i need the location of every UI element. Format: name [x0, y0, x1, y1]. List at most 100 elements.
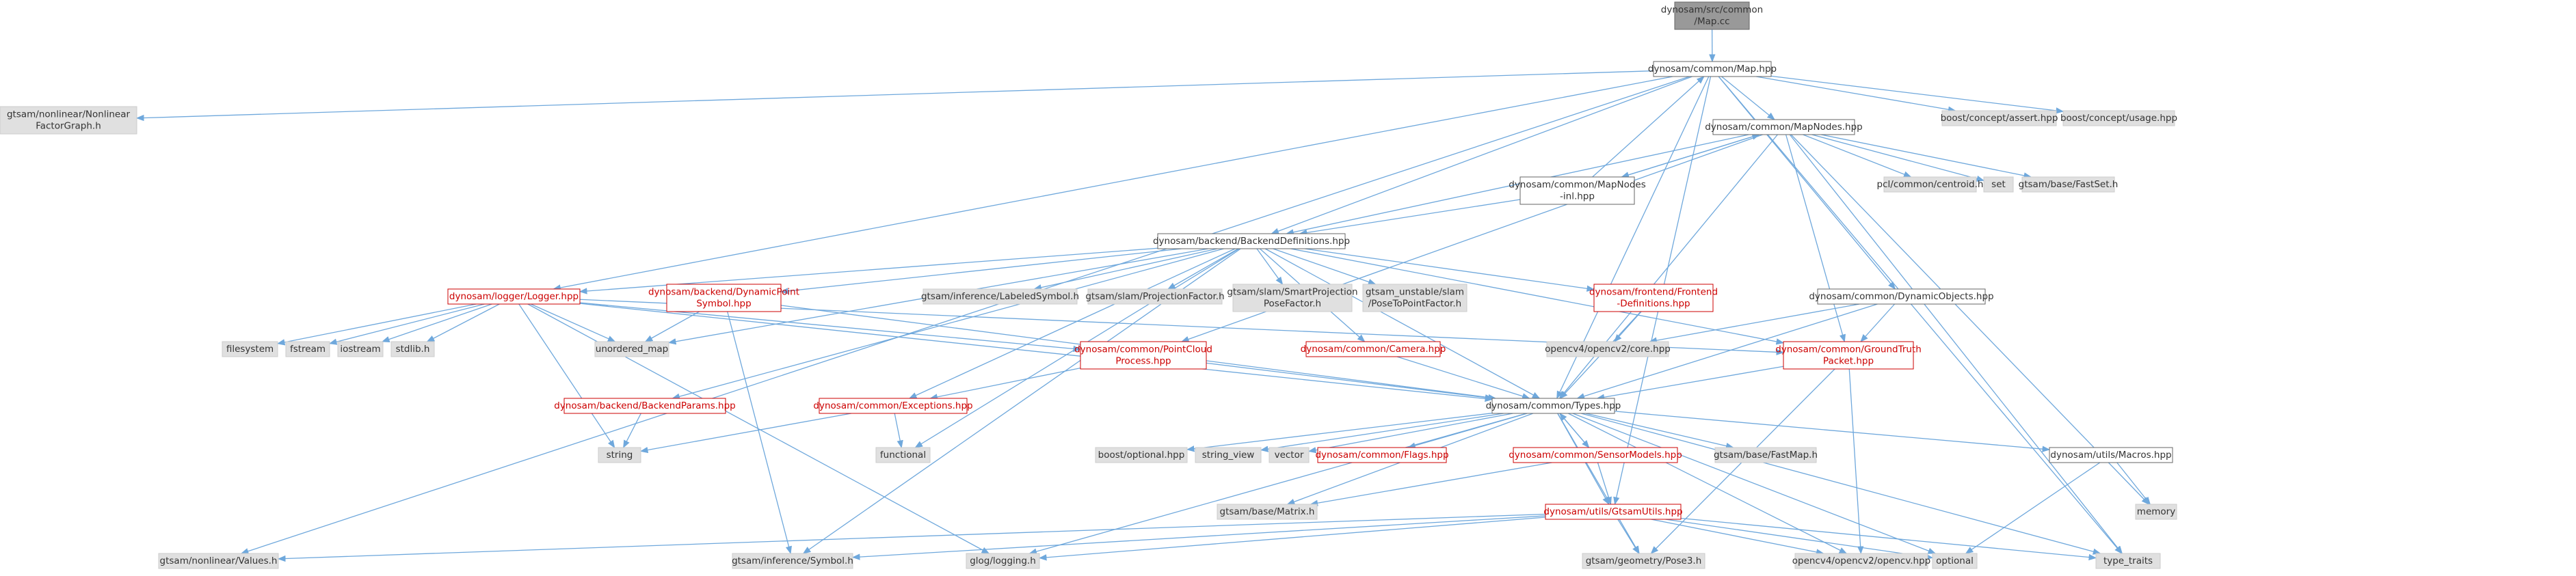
node-labeled: gtsam/inference/LabeledSymbol.h — [921, 288, 1079, 305]
node-label: boost/optional.hpp — [1098, 450, 1185, 461]
nodes-layer: dynosam/src/common/Map.cc dynosam/common/… — [0, 1, 2177, 569]
edge-mapnodesinl-to-maphpp — [1592, 76, 1705, 178]
node-label: dynosam/common/SensorModels.hpp — [1509, 450, 1682, 461]
node-mapnodesinl[interactable]: dynosam/common/MapNodes-inl.hpp — [1509, 176, 1646, 205]
node-label: -Definitions.hpp — [1617, 299, 1690, 310]
node-busage: boost/concept/usage.hpp — [2060, 110, 2177, 126]
node-label: gtsam/base/FastSet.h — [2019, 179, 2119, 190]
edge-gtsamutils-to-opencv — [1651, 519, 1824, 556]
node-frontenddefs[interactable]: dynosam/frontend/Frontend-Definitions.hp… — [1589, 284, 1718, 312]
node-label: dynosam/frontend/Frontend — [1589, 287, 1718, 298]
node-box — [1883, 176, 1977, 193]
node-filesystem: filesystem — [222, 341, 278, 357]
node-logger[interactable]: dynosam/logger/Logger.hpp — [447, 288, 581, 305]
edge-frontenddefs-to-cvcore — [1614, 311, 1642, 342]
node-bassert: boost/concept/assert.hpp — [1941, 110, 2058, 126]
node-box — [563, 398, 726, 414]
node-fstream: fstream — [285, 341, 330, 357]
edge-maphpp-to-typetraits — [1718, 76, 2123, 554]
edge-logger-to-string — [518, 303, 615, 448]
node-root[interactable]: dynosam/src/common/Map.cc — [1661, 1, 1763, 30]
edge-logger-to-types — [579, 303, 1493, 402]
node-label: gtsam/inference/LabeledSymbol.h — [921, 291, 1079, 302]
node-pclcentroid: pcl/common/centroid.h — [1877, 176, 1983, 193]
node-label: memory — [2137, 506, 2175, 517]
node-backendparams[interactable]: dynosam/backend/BackendParams.hpp — [554, 398, 736, 414]
node-label: dynosam/common/Types.hpp — [1486, 400, 1621, 411]
node-label: gtsam/base/Matrix.h — [1220, 506, 1315, 517]
edge-macros-to-optional — [1965, 462, 2101, 554]
edge-dynobjects-to-groundtruth — [1860, 303, 1896, 342]
edge-maphpp-to-values — [240, 76, 1690, 555]
node-box — [1217, 504, 1318, 520]
edge-maphpp-to-nlfg — [135, 70, 1654, 122]
node-sensormodels[interactable]: dynosam/common/SensorModels.hpp — [1509, 447, 1682, 463]
node-label: gtsam/base/FastMap.h — [1714, 450, 1818, 461]
node-box — [966, 553, 1040, 569]
edge-logger-to-pointcloud — [579, 302, 1082, 353]
node-mapnodes[interactable]: dynosam/common/MapNodes.hpp — [1705, 119, 1863, 135]
node-box — [222, 341, 278, 357]
node-exceptions[interactable]: dynosam/common/Exceptions.hpp — [813, 398, 973, 414]
node-cvcore: opencv4/opencv2/core.hpp — [1545, 341, 1671, 357]
edge-gtsamutils-to-typetraits — [1680, 517, 2097, 561]
node-gtsamutils[interactable]: dynosam/utils/GtsamUtils.hpp — [1543, 504, 1683, 520]
node-label: gtsam_unstable/slam — [1366, 287, 1464, 298]
edge-groundtruth-to-types — [1596, 366, 1784, 400]
node-label: boost/concept/assert.hpp — [1941, 113, 2058, 124]
node-label: boost/concept/usage.hpp — [2060, 113, 2177, 124]
node-box — [390, 341, 435, 357]
node-macros[interactable]: dynosam/utils/Macros.hpp — [2049, 447, 2173, 463]
node-box — [1519, 176, 1635, 205]
node-flags[interactable]: dynosam/common/Flags.hpp — [1315, 447, 1449, 463]
node-box — [285, 341, 330, 357]
node-label: vector — [1275, 450, 1304, 461]
edge-maphpp-to-bassert — [1755, 76, 1956, 113]
edge-backenddefs-to-types — [1264, 248, 1541, 399]
node-box — [922, 288, 1078, 305]
node-box — [1582, 553, 1705, 569]
node-box — [1714, 447, 1817, 463]
node-typetraits: type_traits — [2095, 553, 2161, 569]
edge-types-to-stringview — [1260, 413, 1504, 452]
edge-dynpoint-to-symbol — [727, 311, 792, 555]
edge-pointcloud-to-types — [1206, 362, 1493, 401]
edge-maphpp-to-logger — [553, 76, 1673, 291]
node-label: string_view — [1202, 450, 1255, 461]
node-box — [447, 288, 581, 305]
node-maphpp[interactable]: dynosam/common/Map.hpp — [1648, 61, 1777, 77]
edge-types-to-glog — [1028, 413, 1527, 555]
node-label: dynosam/common/DynamicObjects.hpp — [1809, 291, 1993, 302]
edge-maphpp-to-mapnodes — [1721, 76, 1775, 120]
edge-types-to-optional — [1572, 413, 1937, 554]
edge-sensormodels-to-types — [1559, 413, 1590, 448]
node-box — [1317, 447, 1447, 463]
node-label: string — [607, 450, 633, 461]
edge-backenddefs-to-smartproj — [1256, 248, 1284, 285]
edge-logger-to-stdlib — [426, 303, 500, 342]
node-values: gtsam/nonlinear/Values.h — [158, 553, 279, 569]
edge-types-to-typetraits — [1581, 413, 2101, 555]
node-box — [1232, 284, 1353, 312]
node-label: PoseFactor.h — [1264, 299, 1321, 310]
node-label: dynosam/backend/BackendParams.hpp — [554, 400, 736, 411]
node-backenddefs[interactable]: dynosam/backend/BackendDefinitions.hpp — [1153, 233, 1350, 249]
edge-types-to-macros — [1614, 411, 2051, 452]
edge-backenddefs-to-pose2point — [1273, 248, 1377, 285]
node-box — [732, 553, 853, 569]
edge-mapnodes-to-memory — [1790, 134, 2150, 505]
edge-mapnodes-to-backenddefs — [1286, 134, 1749, 236]
node-opencv: opencv4/opencv2/opencv.hpp — [1792, 553, 1930, 569]
node-types[interactable]: dynosam/common/Types.hpp — [1486, 398, 1621, 414]
node-dynobjects[interactable]: dynosam/common/DynamicObjects.hpp — [1809, 288, 1994, 305]
edge-mapnodes-to-set — [1811, 134, 1985, 182]
node-memory: memory — [2135, 504, 2177, 520]
edge-exceptions-to-string — [639, 413, 852, 454]
node-label: functional — [880, 450, 926, 461]
node-label: Process.hpp — [1115, 356, 1171, 367]
node-camera[interactable]: dynosam/common/Camera.hpp — [1301, 341, 1446, 357]
